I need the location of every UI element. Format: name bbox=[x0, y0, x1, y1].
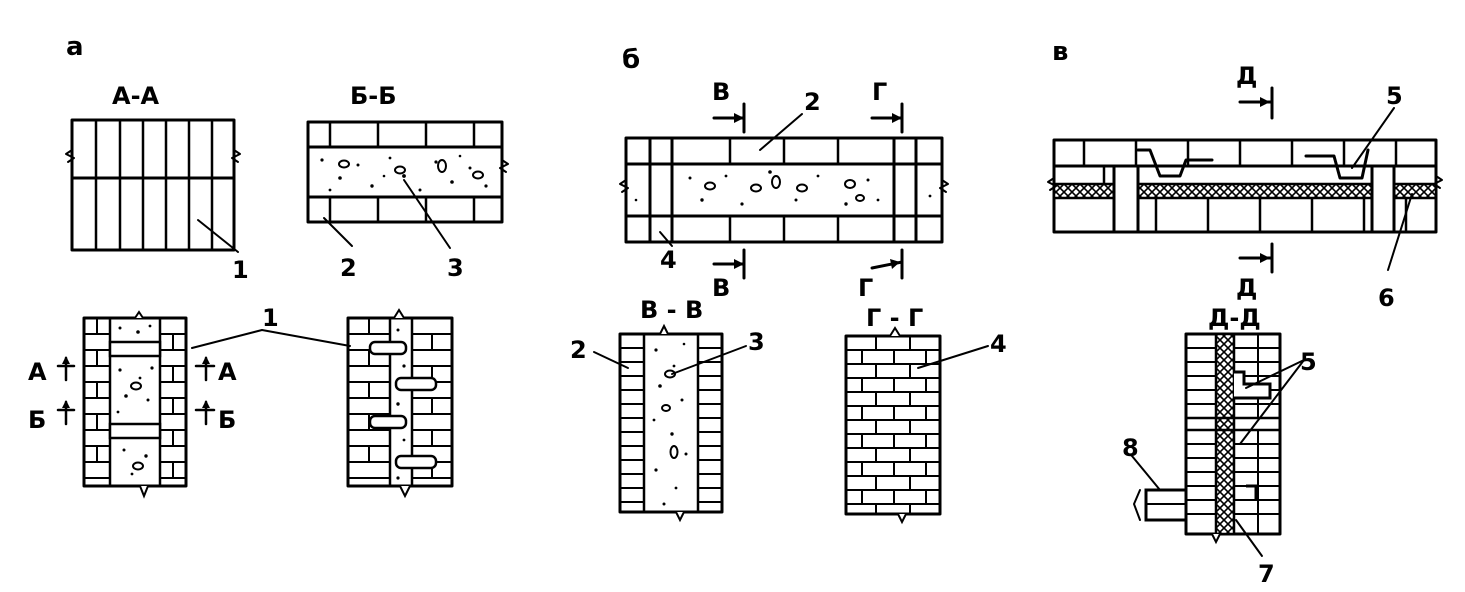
cut-b-right: Б bbox=[218, 406, 236, 434]
section-bb-title: Б-Б bbox=[350, 82, 397, 110]
callout-5-b: 5 bbox=[1300, 348, 1317, 376]
callout-3-b: 3 bbox=[748, 328, 765, 356]
cut-g-bottom: Г bbox=[858, 274, 873, 302]
cut-marks-c bbox=[1238, 86, 1274, 274]
plan-c-insulated bbox=[1047, 138, 1443, 234]
cut-g-top: Г bbox=[872, 78, 887, 106]
callout-1: 1 bbox=[232, 256, 249, 284]
cut-a-left: А bbox=[28, 358, 47, 386]
callout-4-c: 4 bbox=[990, 330, 1007, 358]
panel-c-letter: в bbox=[1052, 37, 1068, 67]
callout-3-a: 3 bbox=[447, 254, 464, 282]
elevation-a-left bbox=[82, 310, 188, 499]
plan-b-fill bbox=[619, 136, 949, 244]
callout-2-b: 2 bbox=[804, 88, 821, 116]
elevation-gg bbox=[844, 326, 942, 525]
section-aa-title: А-А bbox=[112, 82, 160, 110]
callout-4-b: 4 bbox=[660, 246, 677, 274]
panel-b-letter: б bbox=[622, 45, 640, 75]
cut-v-top: В bbox=[712, 78, 730, 106]
callout-5-a: 5 bbox=[1386, 82, 1403, 110]
plan-aa-headers bbox=[65, 118, 241, 252]
callout-6: 6 bbox=[1378, 284, 1395, 312]
elevation-vv bbox=[618, 323, 724, 523]
callout-8: 8 bbox=[1122, 434, 1139, 462]
cut-marks-b bbox=[712, 102, 904, 280]
plan-bb-fill bbox=[306, 120, 509, 224]
section-vv-title: В - В bbox=[640, 296, 703, 324]
cut-a-right: А bbox=[218, 358, 237, 386]
callout-1-b: 1 bbox=[262, 304, 279, 332]
cut-d-bottom: Д bbox=[1236, 274, 1257, 302]
elevation-a-right bbox=[346, 308, 454, 499]
cut-d-top: Д bbox=[1236, 62, 1257, 90]
cut-b-left: Б bbox=[28, 406, 46, 434]
section-dd-title: Д-Д bbox=[1208, 304, 1261, 332]
callout-2-c: 2 bbox=[570, 336, 587, 364]
cut-v-bottom: В bbox=[712, 274, 730, 302]
callout-7: 7 bbox=[1258, 560, 1275, 588]
elevation-dd bbox=[1133, 332, 1282, 545]
callout-2-a: 2 bbox=[340, 254, 357, 282]
cut-marks-a bbox=[56, 356, 216, 426]
panel-a-letter: а bbox=[66, 32, 84, 62]
